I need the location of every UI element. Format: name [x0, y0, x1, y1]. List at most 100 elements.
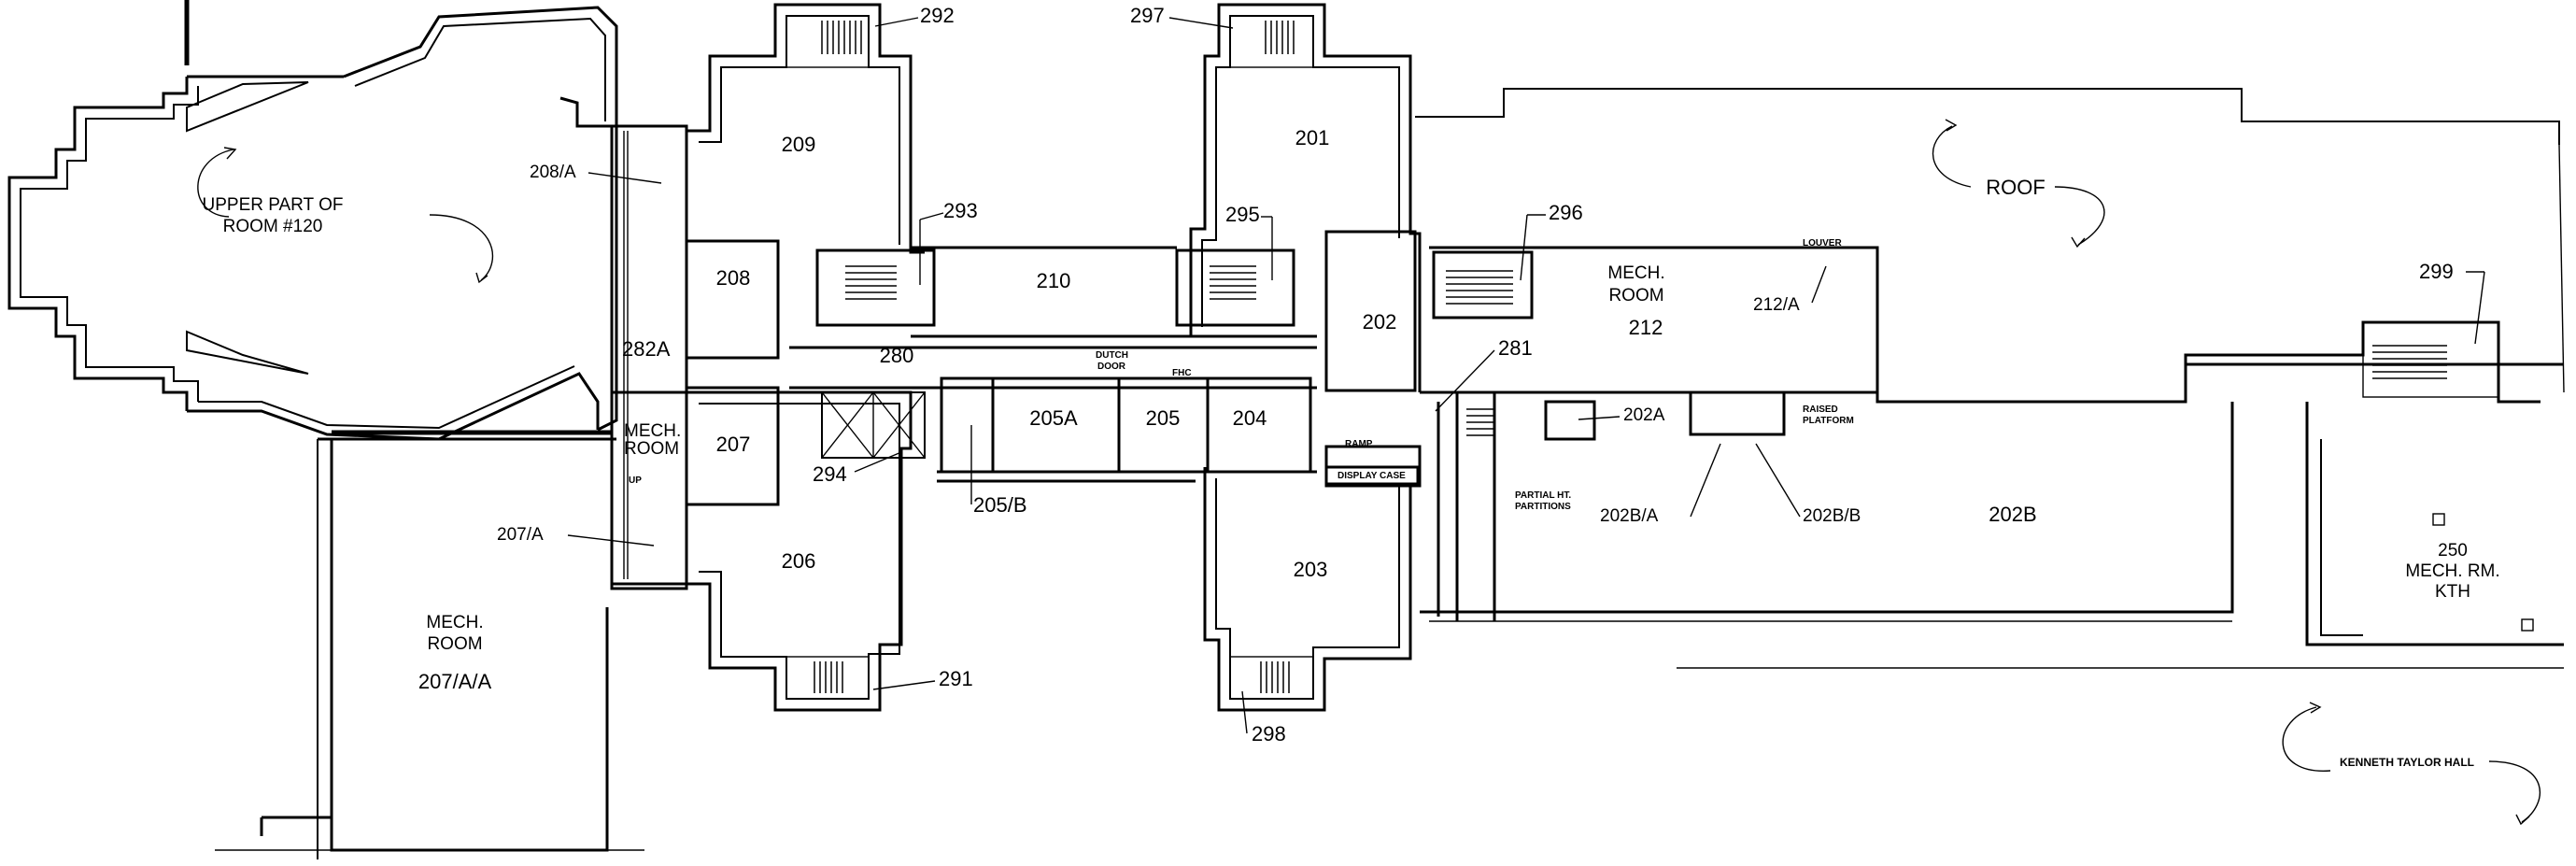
room-120-label-line2: ROOM #120 — [223, 217, 323, 236]
room-210-label: 210 — [1037, 269, 1071, 292]
room-202-label: 202 — [1363, 310, 1397, 334]
room-208-label: 208 — [716, 266, 751, 290]
room-202bb-label: 202B/B — [1803, 506, 1861, 526]
raised-platform-note-1: RAISED — [1803, 405, 1838, 415]
arrowhead-icon — [2071, 236, 2086, 248]
stair-293 — [845, 265, 897, 300]
room-209-label: 209 — [782, 133, 816, 156]
corridor-280 — [789, 246, 1317, 459]
room-205b-label: 205/B — [973, 493, 1027, 517]
roof-label: ROOF — [1986, 176, 2045, 199]
leader-line — [567, 534, 655, 547]
room-250-label: 250 — [2438, 541, 2468, 561]
partial-partitions-note-1: PARTIAL HT. — [1515, 490, 1571, 501]
room-250-outline — [2305, 402, 2564, 646]
room-281-label: 281 — [1498, 336, 1533, 360]
stair-292 — [821, 21, 862, 54]
small-mech-room-line1: MECH. — [624, 421, 681, 441]
room-205a-label: 205A — [1029, 406, 1078, 430]
leader-line — [919, 212, 944, 220]
leader-line — [872, 680, 936, 690]
leader-line — [1168, 17, 1234, 29]
dutch-door-note-2: DOOR — [1097, 362, 1126, 372]
wing-209 — [685, 3, 925, 360]
leader-line — [1435, 349, 1495, 412]
arrowhead-icon — [223, 147, 237, 160]
room-299-label: 299 — [2419, 260, 2454, 283]
room-212a-label: 212/A — [1753, 295, 1800, 315]
stair-297 — [1265, 21, 1295, 54]
room-202ba-label: 202B/A — [1600, 506, 1659, 526]
room-212-label: 212 — [1629, 316, 1663, 339]
fhc-note: FHC — [1172, 368, 1192, 378]
leader-line — [1241, 690, 1248, 734]
room-201-label: 201 — [1295, 126, 1330, 149]
ramp-note: RAMP — [1345, 439, 1373, 449]
stair-299 — [2184, 320, 2541, 404]
up-note: UP — [629, 476, 642, 486]
room-295-label: 295 — [1225, 203, 1260, 226]
break-lines — [215, 667, 2564, 851]
stair-295 — [1210, 265, 1256, 300]
room-250-kth-label: KTH — [2435, 582, 2470, 602]
room-250-mech-label: MECH. RM. — [2405, 561, 2499, 581]
room-202b-label: 202B — [1989, 503, 2036, 526]
east-building-outline — [1415, 88, 2565, 622]
room-294-label: 294 — [813, 462, 847, 486]
rotation-arrow-icon — [1932, 125, 1972, 188]
room-282a-label: 282A — [622, 337, 671, 361]
rotation-arrow-icon — [429, 214, 494, 281]
room-292-label: 292 — [920, 4, 955, 27]
arrowhead-icon — [2515, 814, 2530, 826]
kenneth-taylor-hall-label: KENNETH TAYLOR HALL — [2340, 756, 2474, 769]
room-280-label: 280 — [880, 344, 914, 367]
mech-room-212-line2: ROOM — [1608, 286, 1663, 305]
small-mech-room-line2: ROOM — [624, 439, 679, 459]
room-207-label: 207 — [716, 433, 751, 456]
room-207a-label: 207/A — [497, 525, 544, 545]
room-120-label-line1: UPPER PART OF — [203, 195, 344, 215]
leader-line — [1811, 265, 1827, 304]
dutch-door-note-1: DUTCH — [1096, 350, 1128, 361]
partial-partitions-note-2: PARTITIONS — [1515, 502, 1571, 512]
stair-298 — [1260, 661, 1290, 693]
room-206-label: 206 — [782, 549, 816, 573]
room-297-label: 297 — [1130, 4, 1165, 27]
room-291-label: 291 — [939, 667, 973, 690]
rooms-205-group — [937, 376, 1317, 483]
leader-line — [587, 172, 662, 184]
mech-room-207aa-line1: MECH. — [426, 613, 483, 632]
raised-platform-note-2: PLATFORM — [1803, 416, 1854, 426]
leader-line — [1755, 443, 1801, 518]
room-202a-label: 202A — [1623, 405, 1665, 425]
arrowhead-icon — [1945, 119, 1958, 132]
stair-281 — [1466, 408, 1494, 436]
display-case-note: DISPLAY CASE — [1338, 471, 1406, 481]
leader-line — [1578, 416, 1621, 420]
stair-291 — [814, 661, 843, 693]
leader-line — [1520, 214, 1528, 281]
rotation-arrow-icon — [2488, 760, 2541, 823]
room-203-label: 203 — [1294, 558, 1328, 581]
room-204-label: 204 — [1233, 406, 1267, 430]
arrowhead-icon — [475, 272, 488, 284]
leader-line — [874, 17, 919, 27]
wing-203 — [1203, 445, 1422, 712]
mech-room-212-line1: MECH. — [1607, 263, 1664, 283]
room-207aa-label: 207/A/A — [418, 670, 492, 693]
leader-line — [854, 451, 902, 473]
stair-299-treads — [2372, 345, 2447, 379]
rotation-arrow-icon — [2282, 706, 2331, 772]
room-298-label: 298 — [1252, 722, 1286, 745]
wing-201 — [1189, 3, 1422, 392]
leader-line — [2474, 271, 2485, 345]
arrowhead-icon — [2309, 702, 2322, 714]
leader-line — [1690, 443, 1721, 518]
room-205-label: 205 — [1146, 406, 1181, 430]
mech-room-207aa-line2: ROOM — [427, 634, 482, 654]
room-293-label: 293 — [943, 199, 978, 222]
louver-note: LOUVER — [1803, 238, 1842, 248]
stair-296 — [1446, 270, 1513, 305]
rotation-arrow-icon — [197, 149, 234, 218]
